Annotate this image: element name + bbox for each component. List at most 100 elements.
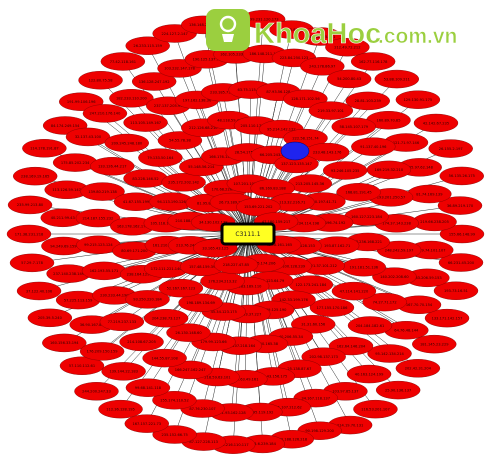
watermark-bulb-base-icon — [222, 34, 234, 42]
graph-node: 204.238.73.127 — [143, 309, 189, 328]
graph-node-label: 95.142.134.214 — [375, 352, 404, 356]
graph-node-label: 142.33.199.176 — [279, 298, 308, 302]
graph-node-label: 142.107.218.164 — [224, 344, 256, 348]
graph-node-label: 26.155.2.197 — [439, 147, 463, 151]
graph-node: 56.135.26.175 — [439, 166, 484, 186]
graph-node-shape — [99, 312, 145, 332]
graph-node-label: 186.148.211.152 — [249, 52, 280, 56]
graph-node-shape — [395, 359, 441, 378]
graph-node-label: 235.172.202.142 — [168, 181, 199, 185]
graph-node-shape — [367, 344, 412, 363]
graph-node-label: 81.183.189.110 — [233, 284, 262, 288]
graph-node-label: 66.205.243.35 — [260, 153, 286, 157]
graph-node: 54.55.78.38 — [157, 131, 203, 150]
node-layer: 155.66.148.9966.231.45.200193.73.16.5113… — [6, 10, 485, 454]
graph-node: 116.53.201.107 — [353, 399, 398, 419]
graph-node-label: 162.64.146.204 — [337, 344, 366, 348]
graph-node: 26.130.148.60 — [166, 323, 211, 342]
graph-node: 57.29.7.178 — [9, 253, 55, 273]
graph-node-label: 51.107.212.62 — [276, 405, 302, 409]
graph-node-label: 139.216.110.117 — [218, 443, 249, 447]
graph-node-label: 214.108.67.205 — [127, 340, 156, 344]
graph-node-shape — [200, 272, 245, 291]
graph-node-label: 174.37.143.238 — [382, 222, 411, 226]
graph-node-label: 235.99.213.80 — [17, 203, 44, 207]
graph-node-label: 167.70.70.154 — [406, 303, 433, 307]
graph-node-label: 77.42.118.161 — [110, 60, 136, 64]
graph-node-label: 79.133.50.164 — [147, 156, 174, 160]
graph-node-label: 57.29.7.178 — [21, 261, 43, 265]
graph-node-label: 202.42.31.204 — [405, 367, 432, 371]
graph-node-label: 99.68.141.118 — [135, 386, 162, 390]
graph-node-label: 191.181.51.136 — [350, 265, 379, 269]
graph-node-label: 28.81.103.239 — [355, 99, 382, 103]
graph-node-label: 57.110.112.61 — [69, 364, 95, 368]
graph-node-label: 204.184.182.61 — [356, 324, 385, 328]
graph-node-label: 197.162.138.36 — [183, 98, 212, 102]
graph-node: 77.42.118.161 — [100, 52, 146, 71]
graph-node-label: 139.80.219.138 — [88, 190, 117, 194]
graph-node-label: 177.155.170.186 — [317, 306, 349, 310]
graph-node-label: 238.164.129.116 — [127, 273, 159, 277]
graph-node: 53.88.109.211 — [374, 69, 419, 89]
graph-node-label: 40.163.124.199 — [355, 372, 384, 376]
graph-node-shape — [82, 104, 128, 123]
watermark-bulb-icon — [219, 15, 237, 33]
graph-node-shape — [362, 292, 407, 312]
graph-node-label: 105.118.188.168 — [150, 221, 182, 225]
graph-node-label: 224.69.125.190 — [258, 308, 287, 312]
graph-node-label: 139.144.22.183 — [109, 370, 138, 374]
graph-node-label: 162.77.116.178 — [359, 60, 388, 64]
graph-node-shape — [326, 69, 372, 89]
graph-node-label: 58.145.107.179 — [339, 125, 368, 129]
graph-node-label: 81.75.174.206 — [249, 261, 276, 265]
graph-node-shape — [433, 281, 479, 300]
graph-node-shape — [161, 173, 206, 192]
graph-node-label: 122.80.75.58 — [89, 79, 114, 83]
graph-node-shape — [331, 281, 377, 301]
graph-node-shape — [213, 255, 259, 275]
graph-node-label: 175.85.202.234 — [61, 161, 90, 165]
graph-node: 176.209.150.159 — [79, 342, 125, 361]
graph-node: 177.155.170.186 — [309, 298, 355, 317]
graph-node-label: 133.126.44.217 — [98, 165, 127, 169]
graph-node-label: 233.185.73.65 — [210, 91, 236, 95]
graph-node-shape — [438, 253, 484, 272]
graph-node-label: 129.130.91.175 — [404, 98, 433, 102]
graph-node-shape — [143, 309, 189, 328]
graph-node-label: 141.93.162.128 — [217, 411, 246, 415]
graph-node-label: 90.198.129.200 — [305, 429, 334, 433]
graph-node-shape — [439, 166, 484, 186]
graph-node-label: 238.169.19.165 — [21, 174, 50, 178]
graph-node-label: 33.165.43.125 — [202, 246, 228, 250]
graph-node-label: 190.125.137.74 — [193, 58, 222, 62]
graph-node-label: 233.48.143.176 — [313, 150, 342, 154]
graph-node: 166.247.162.247 — [168, 360, 213, 380]
graph-node-shape — [345, 91, 390, 111]
graph-node-label: 87.93.56.128 — [266, 90, 291, 94]
graph-node-label: 107.201.102.106 — [233, 182, 265, 186]
graph-node: 40.163.124.199 — [346, 364, 392, 384]
graph-node: 176.234.213.32 — [200, 272, 245, 291]
graph-node-shape — [347, 316, 393, 335]
graph-node-label: 37.122.40.106 — [26, 289, 53, 293]
graph-node-label: 219.33.97.101 — [318, 109, 344, 113]
graph-node-label: 230.233.44.190 — [100, 294, 129, 298]
graph-node-shape — [374, 69, 419, 89]
graph-node-label: 81.95.86.34 — [197, 201, 219, 205]
graph-node-label: 95.214.142.122 — [267, 127, 296, 131]
graph-node-label: 48.58.161.165 — [266, 243, 292, 247]
graph-node-shape — [101, 362, 146, 381]
graph-node: 86.169.83.188 — [250, 179, 295, 198]
graph-node-shape — [395, 90, 441, 109]
graph-node-shape — [78, 71, 123, 90]
graph-node-label: 212.49.72.212 — [334, 45, 360, 49]
special-node — [280, 141, 310, 161]
graph-node-label: 178.208.155.101 — [305, 35, 336, 39]
graph-node-shape — [7, 195, 53, 215]
graph-node-label: 32.137.43.100 — [75, 135, 102, 139]
graph-node-label: 247.210.176.140 — [90, 112, 122, 116]
graph-node: 155.174.110.52 — [152, 391, 197, 410]
graph-node: 153.69.221.202 — [236, 197, 281, 217]
graph-node-label: 222.58.151.74 — [292, 136, 319, 140]
